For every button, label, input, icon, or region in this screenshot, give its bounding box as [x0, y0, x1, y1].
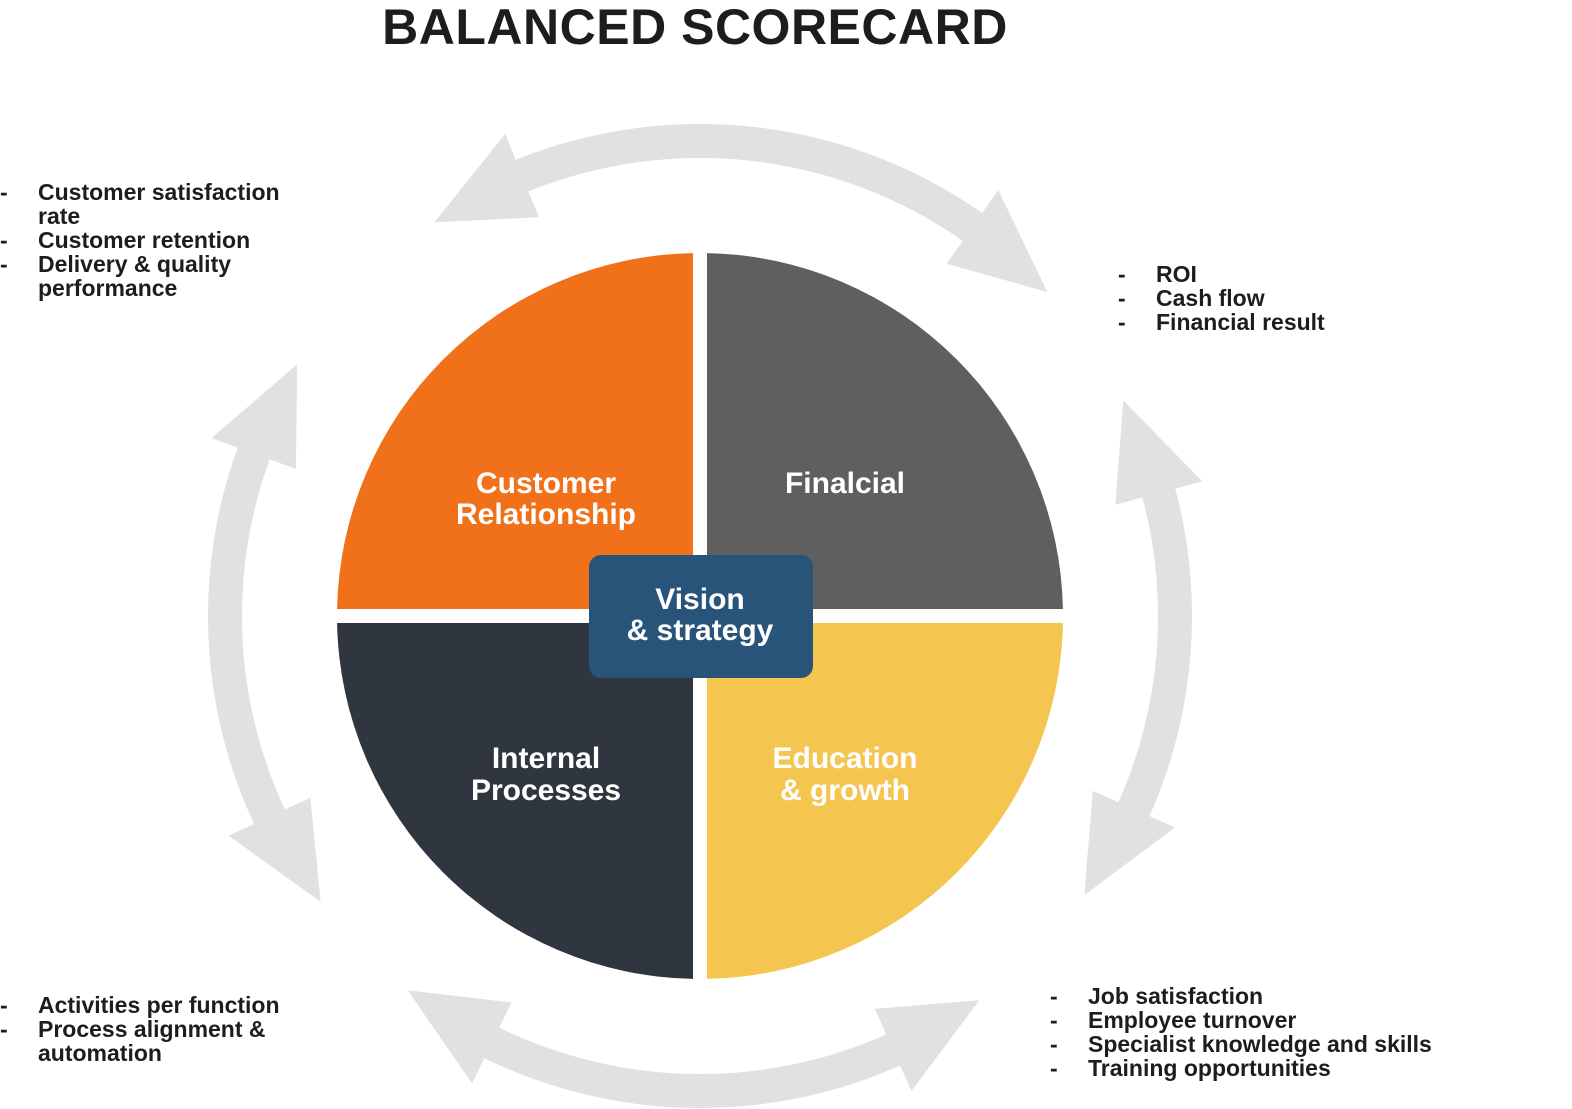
- arrow-bottom: [407, 990, 980, 1108]
- kpi-item: Employee turnover: [1050, 1008, 1510, 1032]
- quadrant-internal-processes: [337, 623, 693, 979]
- cycle-arrows: [208, 124, 1203, 1108]
- kpi-list-education: Job satisfaction Employee turnover Speci…: [1050, 984, 1510, 1080]
- kpi-item: Financial result: [1118, 310, 1418, 334]
- kpi-item: Specialist knowledge and skills: [1050, 1032, 1510, 1056]
- quadrant-internal-label-line1: Internal: [492, 742, 600, 775]
- arrow-right: [1084, 400, 1203, 896]
- vision-label-line1: Vision: [655, 583, 744, 616]
- kpi-item: Training opportunities: [1050, 1056, 1510, 1080]
- quadrant-customer-label-line2: Relationship: [456, 498, 636, 531]
- arrow-top: [434, 124, 1048, 293]
- kpi-item: Process alignment & automation: [0, 1017, 320, 1065]
- vision-label-line2: & strategy: [627, 614, 774, 647]
- kpi-item: Customer retention: [0, 228, 300, 252]
- kpi-list-internal: Activities per function Process alignmen…: [0, 993, 320, 1065]
- kpi-list-financial: ROI Cash flow Financial result: [1118, 262, 1418, 334]
- kpi-item: Delivery & quality performance: [0, 252, 300, 300]
- arrow-left: [208, 364, 321, 902]
- kpi-item: Job satisfaction: [1050, 984, 1510, 1008]
- kpi-item: Activities per function: [0, 993, 320, 1017]
- quadrant-education-label-line2: & growth: [780, 774, 910, 807]
- vision-strategy-box: [589, 555, 813, 678]
- kpi-item: Customer satisfaction rate: [0, 180, 300, 228]
- page-title: BALANCED SCORECARD: [382, 0, 1008, 55]
- quadrant-education-label-line1: Education: [772, 742, 917, 775]
- quadrant-customer-label-line1: Customer: [476, 467, 616, 500]
- kpi-item: Cash flow: [1118, 286, 1418, 310]
- quadrant-financial: [707, 253, 1063, 609]
- kpi-list-customer: Customer satisfaction rate Customer rete…: [0, 180, 300, 300]
- quadrant-internal-label-line2: Processes: [471, 774, 621, 807]
- quadrant-education-growth: [707, 623, 1063, 979]
- quadrant-customer-relationship: [337, 253, 693, 609]
- quadrant-financial-label: Finalcial: [785, 467, 905, 500]
- kpi-item: ROI: [1118, 262, 1418, 286]
